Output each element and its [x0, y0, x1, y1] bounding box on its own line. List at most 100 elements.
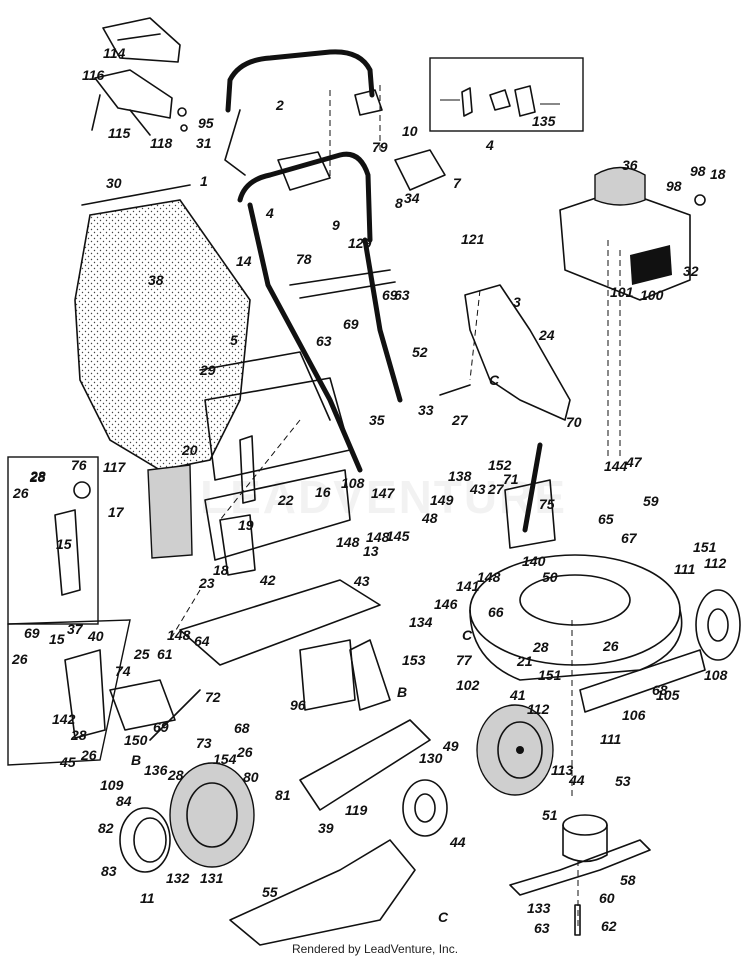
part-label: 106	[622, 707, 646, 723]
part-label: 22	[277, 492, 294, 508]
part-label: 56	[0, 0, 16, 3]
part-label: 33	[418, 402, 434, 418]
part-label: 16	[315, 484, 331, 500]
part-label: 27	[451, 412, 469, 428]
part-label: 41	[509, 687, 526, 703]
part-label: C	[462, 627, 473, 643]
part-label: 100	[640, 287, 664, 303]
wheel-113	[476, 704, 554, 796]
part-label: 4	[265, 205, 274, 221]
part-label: 132	[166, 870, 190, 886]
part-label: 74	[115, 663, 131, 679]
part-label: 19	[238, 517, 254, 533]
part-label: 8	[395, 195, 403, 211]
rear-axle-brackets	[109, 639, 356, 741]
part-label: 11	[140, 890, 155, 906]
part-label: 64	[194, 633, 210, 649]
hubcap-119	[402, 779, 448, 837]
part-label: 34	[404, 190, 420, 206]
part-label: 15	[49, 631, 65, 647]
part-label: 98	[690, 163, 706, 179]
part-label: 82	[98, 820, 114, 836]
part-label: 150	[124, 732, 148, 748]
upper-deflector-assembly	[91, 17, 188, 136]
part-label: 116	[82, 67, 105, 83]
part-label: 153	[402, 652, 426, 668]
part-label: 4	[485, 137, 494, 153]
part-label: 131	[200, 870, 224, 886]
part-label: 28	[167, 767, 184, 783]
part-label: 121	[461, 231, 485, 247]
part-label: 68	[234, 720, 250, 736]
mower-deck	[469, 554, 706, 713]
part-label: 30	[106, 175, 122, 191]
part-label: 62	[601, 918, 617, 934]
part-label: C	[438, 909, 449, 925]
part-label: 111	[600, 731, 621, 747]
upper-handle	[224, 49, 383, 176]
part-label: 35	[369, 412, 385, 428]
part-label: 21	[516, 653, 533, 669]
part-label: 18	[213, 562, 229, 578]
part-label: 112	[527, 701, 550, 717]
part-label: 78	[296, 251, 312, 267]
part-label: 26	[80, 747, 97, 763]
part-label: 129	[348, 235, 372, 251]
part-label: 10	[402, 123, 418, 139]
part-label: 148	[477, 569, 501, 585]
front-right-wheel	[695, 589, 741, 661]
part-label: 148	[336, 534, 360, 550]
part-label: 96	[290, 697, 306, 713]
part-label: 147	[371, 485, 396, 501]
part-label: 68	[652, 682, 668, 698]
part-label: 144	[604, 458, 628, 474]
part-label: 142	[52, 711, 76, 727]
part-label: 69	[153, 719, 169, 735]
part-label: 83	[101, 863, 117, 879]
part-label: 58	[620, 872, 636, 888]
part-label: 31	[196, 135, 212, 151]
part-label: 154	[213, 751, 237, 767]
part-label: 84	[116, 793, 132, 809]
part-label: 38	[148, 272, 164, 288]
part-label: 105	[656, 687, 680, 703]
part-label: 40	[87, 628, 104, 644]
part-label: 148	[366, 529, 390, 545]
part-label: 136	[144, 762, 168, 778]
part-label: 49	[442, 738, 459, 754]
part-label: 9	[332, 217, 340, 233]
part-label: 20	[181, 442, 198, 458]
part-label: 69	[382, 287, 398, 303]
part-label: 141	[456, 578, 480, 594]
grass-bag	[74, 184, 351, 559]
part-label: 32	[683, 263, 699, 279]
part-label: 5	[230, 332, 238, 348]
part-label: 65	[598, 511, 614, 527]
part-label: 69	[343, 316, 359, 332]
part-label: 79	[372, 139, 388, 155]
part-label: 148	[167, 627, 191, 643]
rendered-by-footer: Rendered by LeadVenture, Inc.	[291, 942, 459, 956]
part-label: 67	[621, 530, 638, 546]
rear-door-frame	[204, 435, 351, 576]
part-label: 53	[615, 773, 631, 789]
part-label: 43	[353, 573, 370, 589]
part-label: 80	[243, 769, 259, 785]
part-label: 23	[198, 575, 215, 591]
part-label: 26	[236, 744, 253, 760]
inset-box-135	[429, 57, 584, 132]
part-label: 114	[103, 45, 126, 61]
part-label: 39	[318, 820, 334, 836]
part-label: 28	[70, 727, 87, 743]
part-label: 27	[487, 481, 505, 497]
part-label: 119	[345, 802, 368, 818]
part-label: 63	[394, 287, 410, 303]
part-label: 134	[409, 614, 433, 630]
part-label: 60	[599, 890, 615, 906]
part-label: B	[397, 684, 407, 700]
part-label: 138	[448, 468, 472, 484]
part-label: 118	[150, 135, 173, 151]
part-label: 76	[71, 457, 87, 473]
